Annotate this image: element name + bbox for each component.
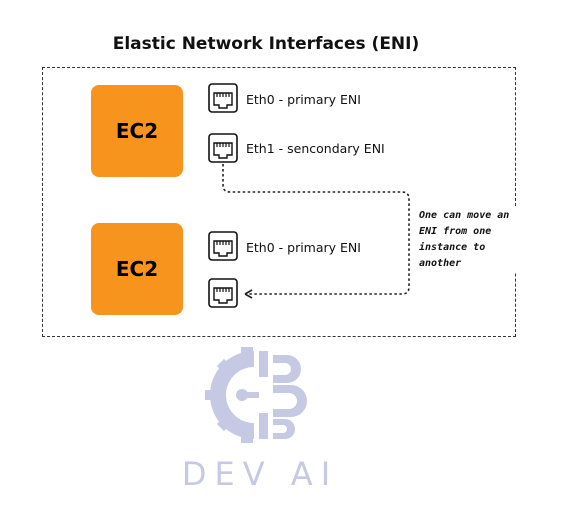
watermark-text: DEV AI bbox=[181, 455, 339, 493]
ethernet-port-icon bbox=[208, 133, 238, 163]
dev-ai-gear-logo-icon bbox=[205, 347, 307, 443]
ec2-instance-top: EC2 bbox=[91, 85, 183, 177]
ec2-instance-bottom: EC2 bbox=[91, 223, 183, 315]
ethernet-port-icon bbox=[208, 231, 238, 261]
move-eni-note: One can move an ENI from one instance to… bbox=[419, 208, 519, 272]
eni-label-top-eth0: Eth0 - primary ENI bbox=[246, 92, 361, 107]
instances-container bbox=[42, 67, 516, 337]
eni-label-bottom-eth0: Eth0 - primary ENI bbox=[246, 240, 361, 255]
ethernet-port-icon bbox=[208, 83, 238, 113]
diagram-title: Elastic Network Interfaces (ENI) bbox=[112, 34, 420, 54]
eni-label-top-eth1: Eth1 - sencondary ENI bbox=[246, 141, 385, 156]
ethernet-port-icon bbox=[208, 278, 238, 308]
